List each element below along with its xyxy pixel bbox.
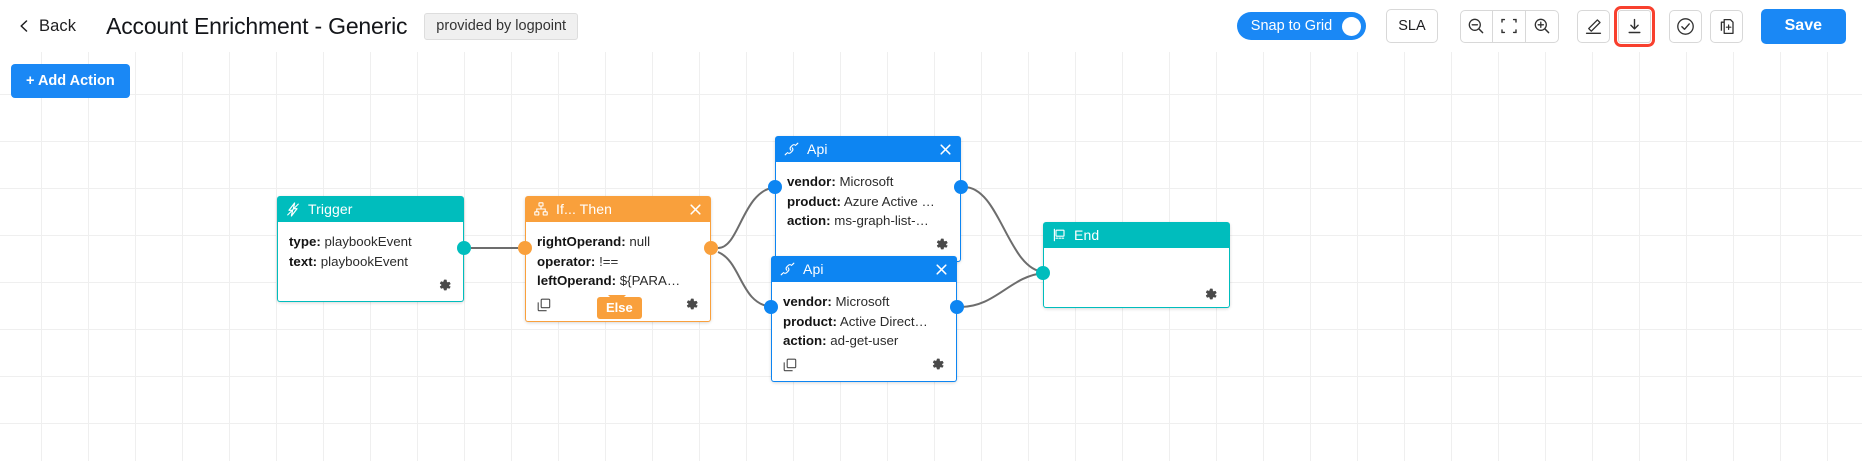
chevron-left-icon [20,20,28,32]
flag-icon [1053,228,1065,242]
edit-button[interactable] [1576,9,1610,43]
zoom-in-icon [1534,18,1549,34]
node-api-azure-ad-close-button[interactable] [938,142,953,157]
gear-icon[interactable] [934,237,949,252]
zoom-in-button[interactable] [1525,9,1559,43]
node-api-azure-ad[interactable]: Api vendor: Microsoft product: Azure Act… [768,136,968,262]
gear-icon[interactable] [437,278,452,293]
node-trigger[interactable]: Trigger type: playbookEvent text: playbo… [277,196,471,302]
node-if-then-title: If... Then [556,201,612,217]
download-icon [1628,18,1641,33]
node-api-active-directory-line-2: action: ad-get-user [783,333,899,348]
node-end-body [1043,248,1230,308]
app-header: Back Account Enrichment - Generic provid… [0,0,1862,52]
else-badge: Else [597,297,642,319]
node-trigger-body: type: playbookEvent text: playbookEvent [277,222,464,302]
node-end[interactable]: End [1036,222,1230,308]
close-icon [690,203,701,215]
node-api-active-directory-body: vendor: Microsoft product: Active Direct… [771,282,957,382]
node-api-azure-ad-line-0: vendor: Microsoft [787,174,894,189]
node-if-then-line-2: leftOperand: ${PARA… [537,273,681,288]
node-if-then-footer [537,293,699,317]
node-api-azure-ad-header[interactable]: Api [775,136,961,162]
node-api-azure-ad-footer [787,233,949,257]
node-api-azure-ad-title: Api [807,141,828,157]
fit-to-screen-icon [1500,18,1517,34]
node-if-then[interactable]: If... Then rightOperand: null operator: … [518,196,718,322]
playbook-canvas[interactable]: + Add Action Trigger type: playbook [0,52,1862,461]
validate-check-icon [1676,17,1694,35]
port-end-input[interactable] [1036,266,1050,280]
node-api-active-directory-header[interactable]: Api [771,256,957,282]
node-if-then-body: rightOperand: null operator: !== leftOpe… [525,222,711,322]
edge-api-bottom-to-end [959,272,1045,308]
snap-to-grid-label: Snap to Grid [1250,18,1333,34]
node-trigger-title: Trigger [308,201,353,217]
gear-icon[interactable] [930,357,945,372]
node-api-azure-ad-body: vendor: Microsoft product: Azure Active … [775,162,961,262]
edge-if-to-api-top [717,186,777,249]
node-if-then-close-button[interactable] [688,202,703,217]
node-api-active-directory[interactable]: Api vendor: Microsoft product: Active Di… [764,256,964,382]
node-end-footer [1203,287,1218,302]
add-action-button[interactable]: + Add Action [11,64,130,98]
node-end-header[interactable]: End [1043,222,1230,248]
validate-button[interactable] [1668,9,1702,43]
download-button[interactable] [1613,5,1655,47]
node-trigger-footer [289,273,452,297]
page-title: Account Enrichment - Generic [106,12,408,39]
save-button[interactable]: Save [1760,8,1846,44]
node-end-title: End [1074,227,1100,243]
snap-to-grid-toggle[interactable]: Snap to Grid [1236,12,1367,40]
duplicate-document-icon [1720,18,1734,34]
gear-icon[interactable] [1203,287,1218,302]
close-icon [936,263,947,275]
node-trigger-line-0: type: playbookEvent [289,234,412,249]
node-trigger-header[interactable]: Trigger [277,196,464,222]
duplicate-button[interactable] [1709,9,1743,43]
zoom-out-icon [1468,18,1484,34]
node-if-then-header[interactable]: If... Then [525,196,711,222]
edit-pencil-icon [1585,18,1601,34]
gear-icon[interactable] [684,297,699,312]
node-api-active-directory-line-0: vendor: Microsoft [783,294,890,309]
copy-icon[interactable] [537,298,551,312]
lightning-bolt-icon [287,201,299,217]
copy-icon[interactable] [783,358,797,372]
port-api-azure-ad-input[interactable] [768,180,782,194]
sitemap-icon [534,202,548,216]
port-if-then-output[interactable] [704,241,718,255]
node-if-then-line-1: operator: !== [537,253,619,269]
back-button[interactable]: Back [18,17,76,36]
back-label: Back [39,16,77,35]
node-api-azure-ad-line-2: action: ms-graph-list-… [787,213,929,228]
port-api-active-directory-input[interactable] [764,300,778,314]
provider-badge: provided by logpoint [424,12,579,40]
zoom-out-button[interactable] [1459,9,1493,43]
toggle-knob-icon [1342,16,1362,36]
edge-if-to-api-bottom [717,251,773,308]
port-api-active-directory-output[interactable] [950,300,964,314]
port-trigger-output[interactable] [457,241,471,255]
close-icon [940,143,951,155]
plug-connector-icon [780,262,795,276]
sla-button[interactable]: SLA [1386,9,1438,43]
node-api-active-directory-close-button[interactable] [934,262,949,277]
node-api-active-directory-line-1: product: Active Direct… [783,313,928,329]
port-if-then-input[interactable] [518,241,532,255]
node-if-then-line-0: rightOperand: null [537,234,651,249]
zoom-controls-group [1459,9,1559,43]
node-trigger-line-1: text: playbookEvent [289,253,409,269]
plug-connector-icon [784,142,799,156]
node-api-active-directory-title: Api [803,261,824,277]
fit-to-screen-button[interactable] [1492,9,1526,43]
edge-api-top-to-end [963,186,1045,273]
node-api-azure-ad-line-1: product: Azure Active … [787,193,935,209]
port-api-azure-ad-output[interactable] [954,180,968,194]
node-api-active-directory-footer [783,353,945,377]
header-toolbar: Snap to Grid SLA [1236,5,1846,47]
